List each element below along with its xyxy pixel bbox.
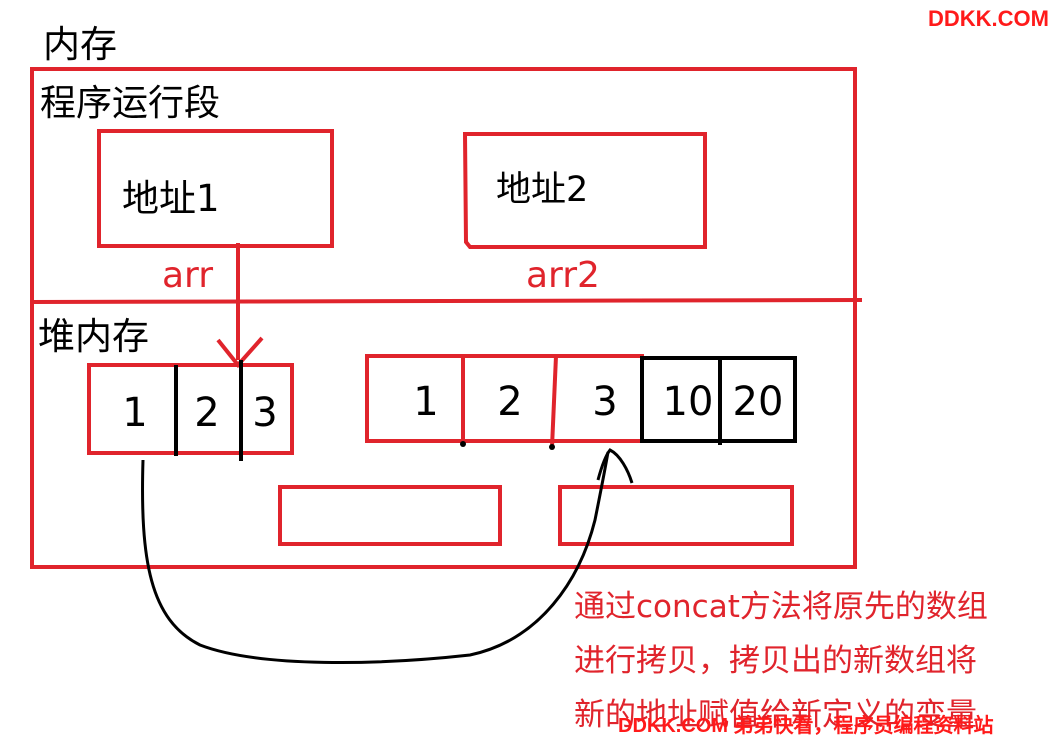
address2-label: 地址2 <box>496 170 589 210</box>
note-line: 进行拷贝，拷贝出的新数组将 <box>574 643 977 679</box>
note-line: 通过concat方法将原先的数组 <box>574 589 988 625</box>
pen-dot <box>549 444 555 450</box>
memory-box <box>30 67 857 569</box>
new-array-cell: 3 <box>592 379 618 425</box>
watermark-top: DDKK.COM <box>928 6 1049 31</box>
new-array-cell: 2 <box>497 379 523 425</box>
arr-pointer-head <box>216 336 264 369</box>
address1-label: 地址1 <box>122 177 220 220</box>
empty-heap-box-2 <box>558 485 794 546</box>
original-array-cell: 1 <box>122 390 148 436</box>
address2-box <box>462 132 707 249</box>
heap-label: 堆内存 <box>38 315 149 358</box>
original-array-box <box>87 363 294 455</box>
original-array-cell: 2 <box>194 390 220 436</box>
empty-heap-box-1 <box>278 485 502 546</box>
arr2-variable-label: arr2 <box>526 255 600 296</box>
address1-box <box>97 129 334 248</box>
segment-divider <box>31 298 863 304</box>
arr-variable-label: arr <box>162 255 214 296</box>
program-segment-label: 程序运行段 <box>40 83 221 124</box>
new-array-cell: 20 <box>732 379 784 425</box>
new-array-cell: 10 <box>662 379 714 425</box>
watermark-bottom: DDKK.COM 弟弟快看，程序员编程资料站 <box>618 715 994 737</box>
original-array-cell: 3 <box>252 390 278 436</box>
copy-arrow-curve <box>141 451 610 664</box>
note-line: 新的地址赋值给新定义的变量 <box>574 697 977 733</box>
new-array-divider <box>550 355 558 448</box>
memory-label: 内存 <box>43 23 117 66</box>
new-array-cell: 1 <box>413 379 439 425</box>
copy-arrow-head <box>596 448 634 484</box>
pen-dot <box>460 441 466 447</box>
